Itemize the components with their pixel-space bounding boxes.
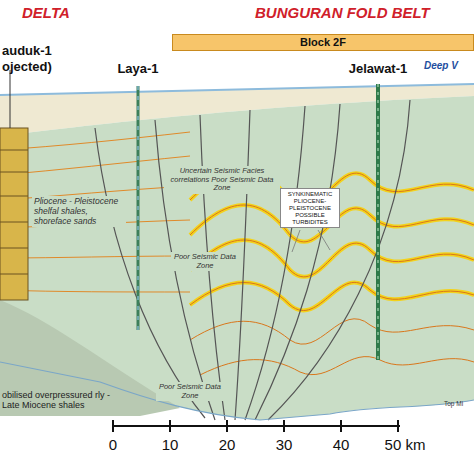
well-log xyxy=(0,128,28,300)
mobilised-shale xyxy=(0,300,180,416)
callout-box: SYNKINEMATIC PLIOCENE-PLEISTOCENE POSSIB… xyxy=(280,188,340,228)
scale-number: 30 xyxy=(276,436,293,453)
sediment-body xyxy=(0,96,474,420)
unit-note: Pliocene - Pleistocene shelfal shales, s… xyxy=(32,196,126,227)
scale-number: 50 km xyxy=(385,436,426,453)
fault-lines xyxy=(95,100,410,420)
callout-leader xyxy=(292,230,300,252)
scale-bar xyxy=(113,425,400,427)
area-label: Deep V xyxy=(424,60,458,72)
region-heading: BUNGURAN FOLD BELT xyxy=(255,4,430,21)
block-bar: Block 2F xyxy=(172,34,474,51)
callout-leader xyxy=(318,230,330,250)
unit-note: obilised overpressured rly - Late Miocen… xyxy=(2,390,122,411)
well-name: auduk-1 xyxy=(2,44,52,59)
scale-number: 0 xyxy=(109,436,117,453)
callout-text: SYNKINEMATIC PLIOCENE-PLEISTOCENE POSSIB… xyxy=(283,191,337,225)
base-line xyxy=(0,362,474,420)
well-name: Laya-1 xyxy=(117,62,158,77)
data-note: Poor Seismic Data Zone xyxy=(171,252,239,271)
well-log-stripes xyxy=(0,150,28,274)
well-note: ojected) xyxy=(2,60,52,75)
laya-well-marks xyxy=(138,86,139,330)
scale-ticks xyxy=(113,420,398,432)
scale-number: 20 xyxy=(219,436,236,453)
laya-well xyxy=(137,86,140,330)
scale-number: 40 xyxy=(333,436,350,453)
data-note: Uncertain Seismic Facies correlations Po… xyxy=(164,166,280,194)
horizon-tag: Top Mi xyxy=(444,400,463,407)
seafloor-line xyxy=(0,84,474,95)
region-heading: DELTA xyxy=(22,4,70,21)
data-note: Poor Seismic Data Zone xyxy=(156,382,224,401)
folded-horizons xyxy=(190,170,474,375)
scale-number: 10 xyxy=(162,436,179,453)
block-name: Block 2F xyxy=(175,36,471,49)
well-name: Jelawat-1 xyxy=(349,62,408,77)
jelawat-well xyxy=(376,84,380,360)
well-trace xyxy=(10,70,11,128)
jelawat-well-marks xyxy=(378,84,379,360)
